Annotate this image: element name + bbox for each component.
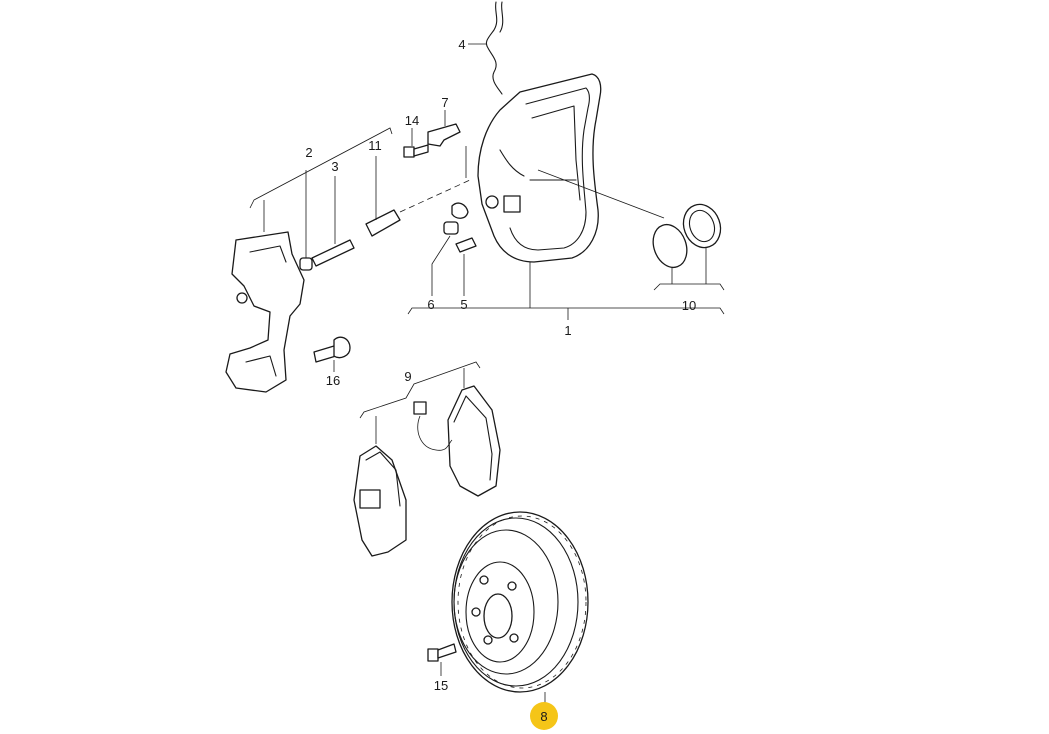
callout-2[interactable]: 2 <box>305 145 312 160</box>
callout-11[interactable]: 11 <box>368 138 382 153</box>
part-8-brake-disc <box>451 511 589 704</box>
callout-8-highlight <box>530 702 558 730</box>
callout-1[interactable]: 1 <box>564 323 571 338</box>
part-7-bracket <box>427 110 467 178</box>
callout-9[interactable]: 9 <box>404 369 411 384</box>
callout-10[interactable]: 10 <box>682 298 696 313</box>
callout-8[interactable]: 8 <box>540 709 547 724</box>
part-3-guide-pin <box>299 170 355 271</box>
callout-5[interactable]: 5 <box>460 297 467 312</box>
part-14-bolt <box>403 128 429 158</box>
part-15-bolt <box>427 643 457 676</box>
callout-14[interactable]: 14 <box>405 113 419 128</box>
part-6-cap <box>431 221 459 296</box>
part-10-seal-kit <box>652 203 725 291</box>
part-4-splash-shield <box>468 1 504 95</box>
part-11-sleeve <box>365 156 471 237</box>
part-16-bolt <box>313 336 351 372</box>
part-9-brake-pads <box>353 361 501 557</box>
callout-16[interactable]: 16 <box>326 373 340 388</box>
part-1-caliper-housing <box>477 73 665 263</box>
part-5-bleed-valve <box>451 202 477 296</box>
callout-15[interactable]: 15 <box>434 678 448 693</box>
callout-4[interactable]: 4 <box>458 37 465 52</box>
part-2-carrier <box>225 127 393 393</box>
callout-6[interactable]: 6 <box>427 297 434 312</box>
callout-3[interactable]: 3 <box>331 159 338 174</box>
callout-7[interactable]: 7 <box>441 95 448 110</box>
